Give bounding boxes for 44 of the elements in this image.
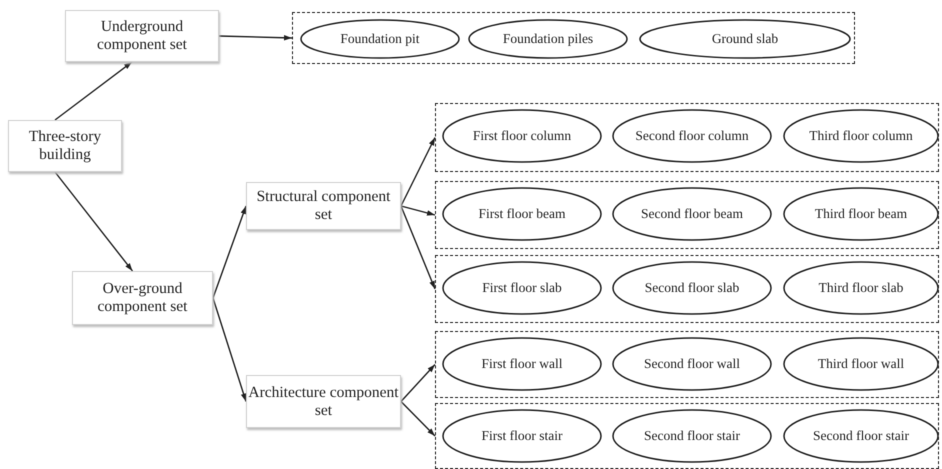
box-label: Over-ground component set <box>96 280 188 316</box>
box-label: Underground component set <box>96 18 188 54</box>
component-label: Third floor wall <box>818 356 904 372</box>
dashed-group-box <box>435 331 939 398</box>
box-label: Three-story building <box>28 128 102 164</box>
category-box <box>246 375 401 428</box>
component-label: First floor beam <box>478 206 566 222</box>
arrow <box>218 34 292 41</box>
component-label: Foundation pit <box>340 31 420 47</box>
arrow <box>400 205 436 216</box>
component-label: Second floor column <box>635 128 749 144</box>
dashed-group-box <box>435 255 939 323</box>
arrow <box>212 206 247 298</box>
category-box <box>65 10 219 62</box>
arrow <box>54 172 134 272</box>
component-label: Third floor column <box>809 128 913 144</box>
arrow <box>400 364 436 402</box>
box-label: Architecture component set <box>247 384 400 420</box>
dashed-group-box <box>435 403 939 469</box>
component-label: Third floor slab <box>818 280 904 296</box>
component-label: Ground slab <box>712 31 778 47</box>
category-box <box>72 271 213 325</box>
dashed-group-box <box>292 12 855 64</box>
component-label: First floor wall <box>482 356 562 372</box>
arrow <box>400 401 436 436</box>
arrow <box>400 137 436 206</box>
box-label: Structural component set <box>256 188 392 224</box>
component-label: First floor column <box>472 128 572 144</box>
component-label: Second floor stair <box>644 428 740 444</box>
dashed-group-box <box>435 181 939 249</box>
component-label: Second floor stair <box>813 428 909 444</box>
component-label: First floor stair <box>482 428 562 444</box>
component-label: Third floor beam <box>814 206 908 222</box>
component-label: Foundation piles <box>502 31 594 47</box>
arrow <box>212 298 247 402</box>
category-box <box>246 182 401 230</box>
component-label: Second floor slab <box>644 280 740 296</box>
component-label: Second floor beam <box>641 206 743 222</box>
arrow <box>400 206 436 290</box>
component-label: Second floor wall <box>644 356 740 372</box>
arrow <box>54 61 132 121</box>
component-label: First floor slab <box>482 280 562 296</box>
category-box <box>8 120 122 172</box>
dashed-group-box <box>435 103 939 172</box>
